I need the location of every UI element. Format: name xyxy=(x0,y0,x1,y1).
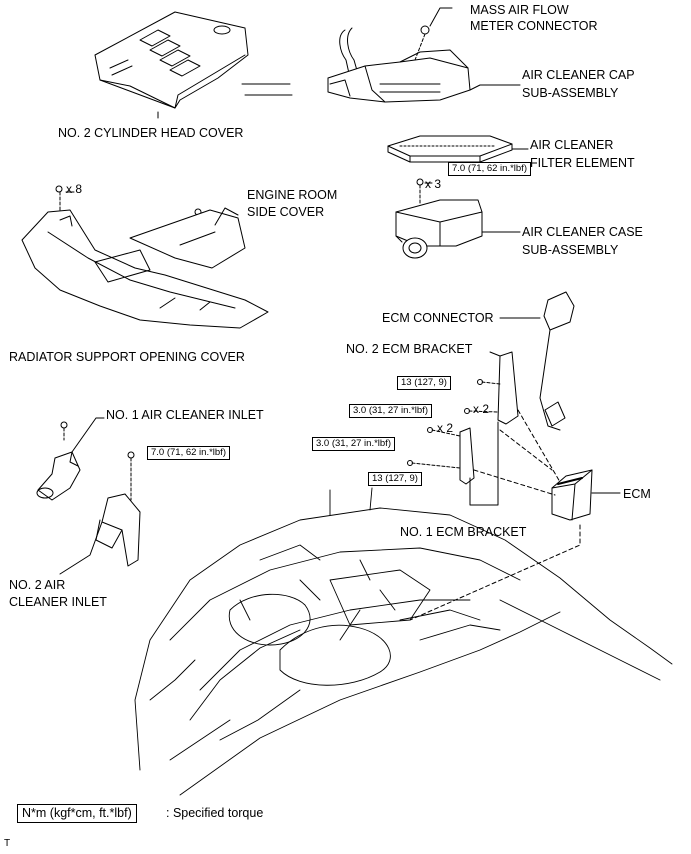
label-no2-air-cleaner-inlet-line2: CLEANER INLET xyxy=(9,595,107,609)
label-cylinder-head-cover: NO. 2 CYLINDER HEAD COVER xyxy=(58,126,244,140)
label-air-cleaner-cap-line2: SUB-ASSEMBLY xyxy=(522,86,619,100)
vehicle-engine-bay xyxy=(134,487,673,796)
label-engine-room-side-cover-line1: ENGINE ROOM xyxy=(247,188,338,202)
label-air-cleaner-case-line1: AIR CLEANER CASE xyxy=(522,225,643,239)
dashed-leaders xyxy=(409,409,581,621)
label-mass-air-flow-line2: METER CONNECTOR xyxy=(470,19,598,33)
no1-air-cleaner-inlet-part xyxy=(36,421,81,501)
ecm-part xyxy=(551,469,593,521)
label-air-cleaner-case-line2: SUB-ASSEMBLY xyxy=(522,243,619,257)
legend-description: : Specified torque xyxy=(166,806,264,820)
cylinder-head-cover-part xyxy=(94,11,249,119)
radiator-support-cover-part xyxy=(21,185,269,329)
label-ecm-connector: ECM CONNECTOR xyxy=(382,311,494,325)
label-leaders xyxy=(59,83,621,575)
qty-bracket-mid: x 2 xyxy=(473,402,490,416)
corner-mark: T xyxy=(4,838,11,849)
torque-box-no1-air-cleaner-inlet: 7.0 (71, 62 in.*lbf) xyxy=(147,446,230,460)
torque-box-air-cleaner-case: 7.0 (71, 62 in.*lbf) xyxy=(448,162,531,176)
label-no2-ecm-bracket: NO. 2 ECM BRACKET xyxy=(346,342,473,356)
label-air-cleaner-filter-line2: FILTER ELEMENT xyxy=(530,156,635,170)
label-no2-air-cleaner-inlet-line1: NO. 2 AIR xyxy=(9,578,66,592)
ecm-brackets-part xyxy=(407,351,519,485)
torque-box-ecm-bracket-bottom: 13 (127, 9) xyxy=(368,472,422,486)
engine-room-side-cover-part xyxy=(129,208,246,269)
label-no1-ecm-bracket: NO. 1 ECM BRACKET xyxy=(400,525,527,539)
ecm-connector-part xyxy=(539,291,575,431)
air-cleaner-case-part xyxy=(395,178,483,259)
torque-box-ecm-bracket-lower: 3.0 (31, 27 in.*lbf) xyxy=(312,437,395,451)
qty-cover-clips: x 8 xyxy=(66,182,83,196)
no2-air-cleaner-inlet-part xyxy=(95,451,141,567)
label-no1-air-cleaner-inlet: NO. 1 AIR CLEANER INLET xyxy=(106,408,264,422)
qty-case-bolts: x 3 xyxy=(425,177,442,191)
torque-box-ecm-bracket-mid: 3.0 (31, 27 in.*lbf) xyxy=(349,404,432,418)
air-cleaner-cap-part xyxy=(327,7,471,103)
label-air-cleaner-filter-line1: AIR CLEANER xyxy=(530,138,614,152)
air-cleaner-filter-part xyxy=(387,135,513,163)
label-air-cleaner-cap-line1: AIR CLEANER CAP xyxy=(522,68,635,82)
label-mass-air-flow-line1: MASS AIR FLOW xyxy=(470,3,569,17)
legend-torque-unit-box: N*m (kgf*cm, ft.*lbf) xyxy=(17,804,137,823)
torque-box-ecm-bracket-upper: 13 (127, 9) xyxy=(397,376,451,390)
label-engine-room-side-cover-line2: SIDE COVER xyxy=(247,205,325,219)
label-radiator-support-cover: RADIATOR SUPPORT OPENING COVER xyxy=(9,350,245,364)
qty-bracket-lower: x 2 xyxy=(437,421,454,435)
label-ecm: ECM xyxy=(623,487,651,501)
